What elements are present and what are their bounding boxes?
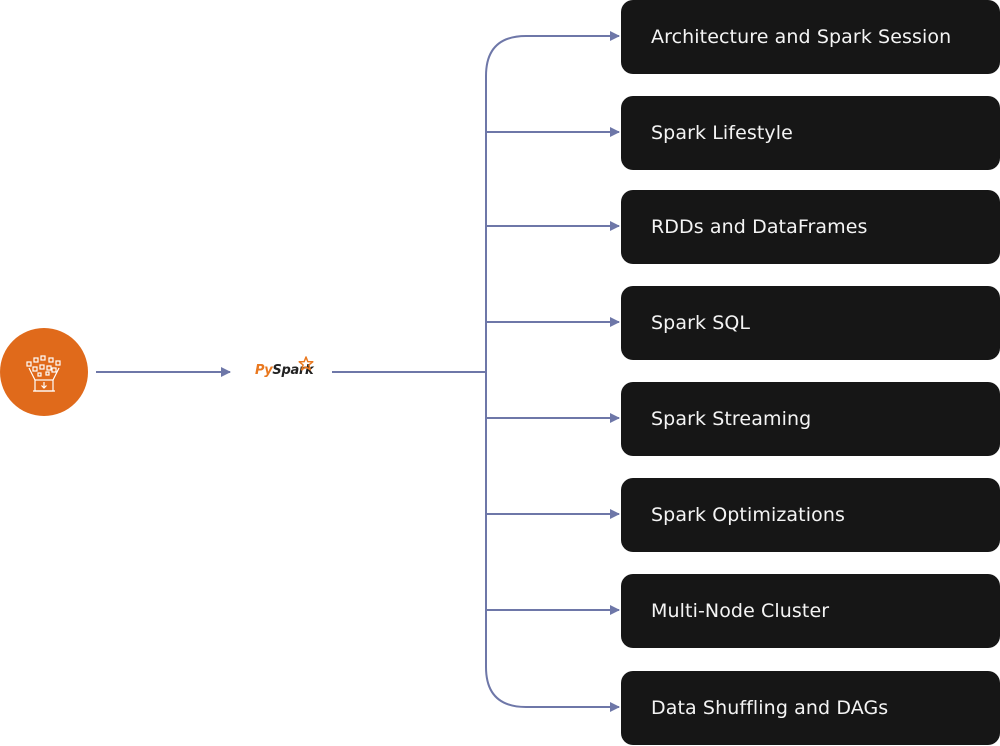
- topic-box[interactable]: Architecture and Spark Session: [621, 0, 1000, 74]
- pyspark-logo: PySpark: [254, 356, 318, 384]
- topic-box[interactable]: Spark SQL: [621, 286, 1000, 360]
- topic-box[interactable]: Spark Lifestyle: [621, 96, 1000, 170]
- star-icon: [298, 356, 314, 371]
- logo-suffix: Spark: [272, 363, 314, 378]
- topic-label: RDDs and DataFrames: [651, 216, 868, 238]
- topic-label: Spark Optimizations: [651, 504, 845, 526]
- topic-label: Multi-Node Cluster: [651, 600, 830, 622]
- topic-box[interactable]: RDDs and DataFrames: [621, 190, 1000, 264]
- topic-label: Spark Lifestyle: [651, 122, 793, 144]
- topic-box[interactable]: Spark Optimizations: [621, 478, 1000, 552]
- topic-box[interactable]: Data Shuffling and DAGs: [621, 671, 1000, 745]
- topic-box[interactable]: Spark Streaming: [621, 382, 1000, 456]
- topic-label: Architecture and Spark Session: [651, 26, 952, 48]
- topic-label: Data Shuffling and DAGs: [651, 697, 889, 719]
- topic-label: Spark Streaming: [651, 408, 812, 430]
- data-download-laptop-icon: [26, 355, 61, 392]
- topic-box[interactable]: Multi-Node Cluster: [621, 574, 1000, 648]
- source-node: [0, 328, 88, 416]
- logo-wordmark: PySpark: [255, 363, 314, 378]
- topic-label: Spark SQL: [651, 312, 751, 334]
- trunk-line: [485, 35, 609, 708]
- logo-prefix: Py: [255, 363, 273, 378]
